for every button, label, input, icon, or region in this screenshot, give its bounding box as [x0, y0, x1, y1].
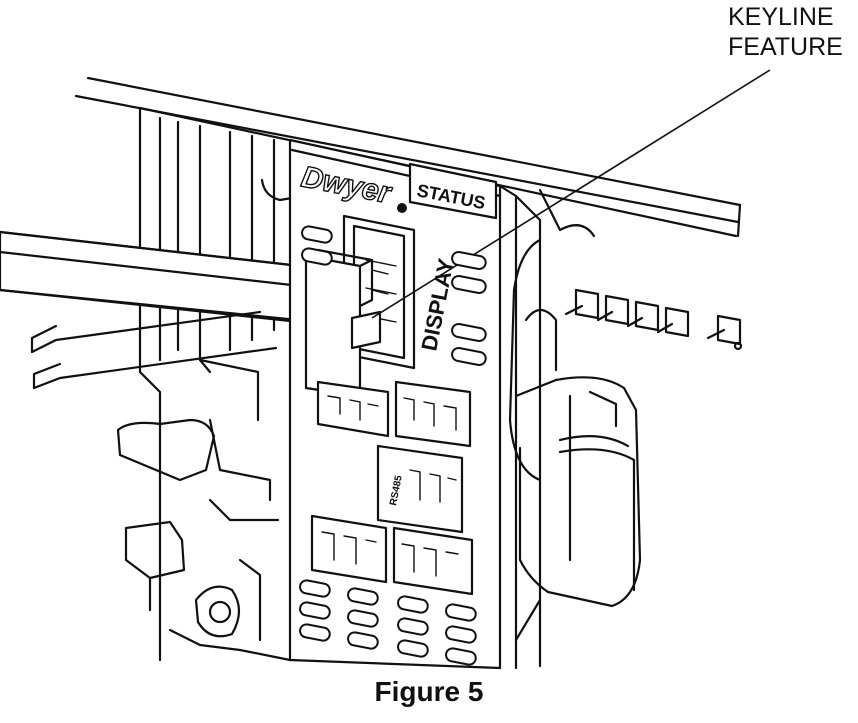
registered-mark-icon: [397, 203, 407, 213]
header-pins: [564, 288, 743, 351]
callout-line-1: KEYLINE: [728, 3, 834, 31]
callout-line-2: FEATURE: [728, 33, 843, 61]
keyline-feature-callout: KEYLINE FEATURE: [728, 2, 856, 62]
left-frame: [116, 106, 294, 662]
figure-caption: Figure 5: [374, 676, 484, 707]
right-bracket: [508, 238, 642, 668]
right-slots: [451, 250, 487, 366]
top-left-slots: [301, 225, 333, 266]
keyline-leader-line: [371, 69, 771, 319]
bottom-slot-grid: [299, 579, 477, 666]
terminal-blocks: RS485: [310, 380, 474, 596]
